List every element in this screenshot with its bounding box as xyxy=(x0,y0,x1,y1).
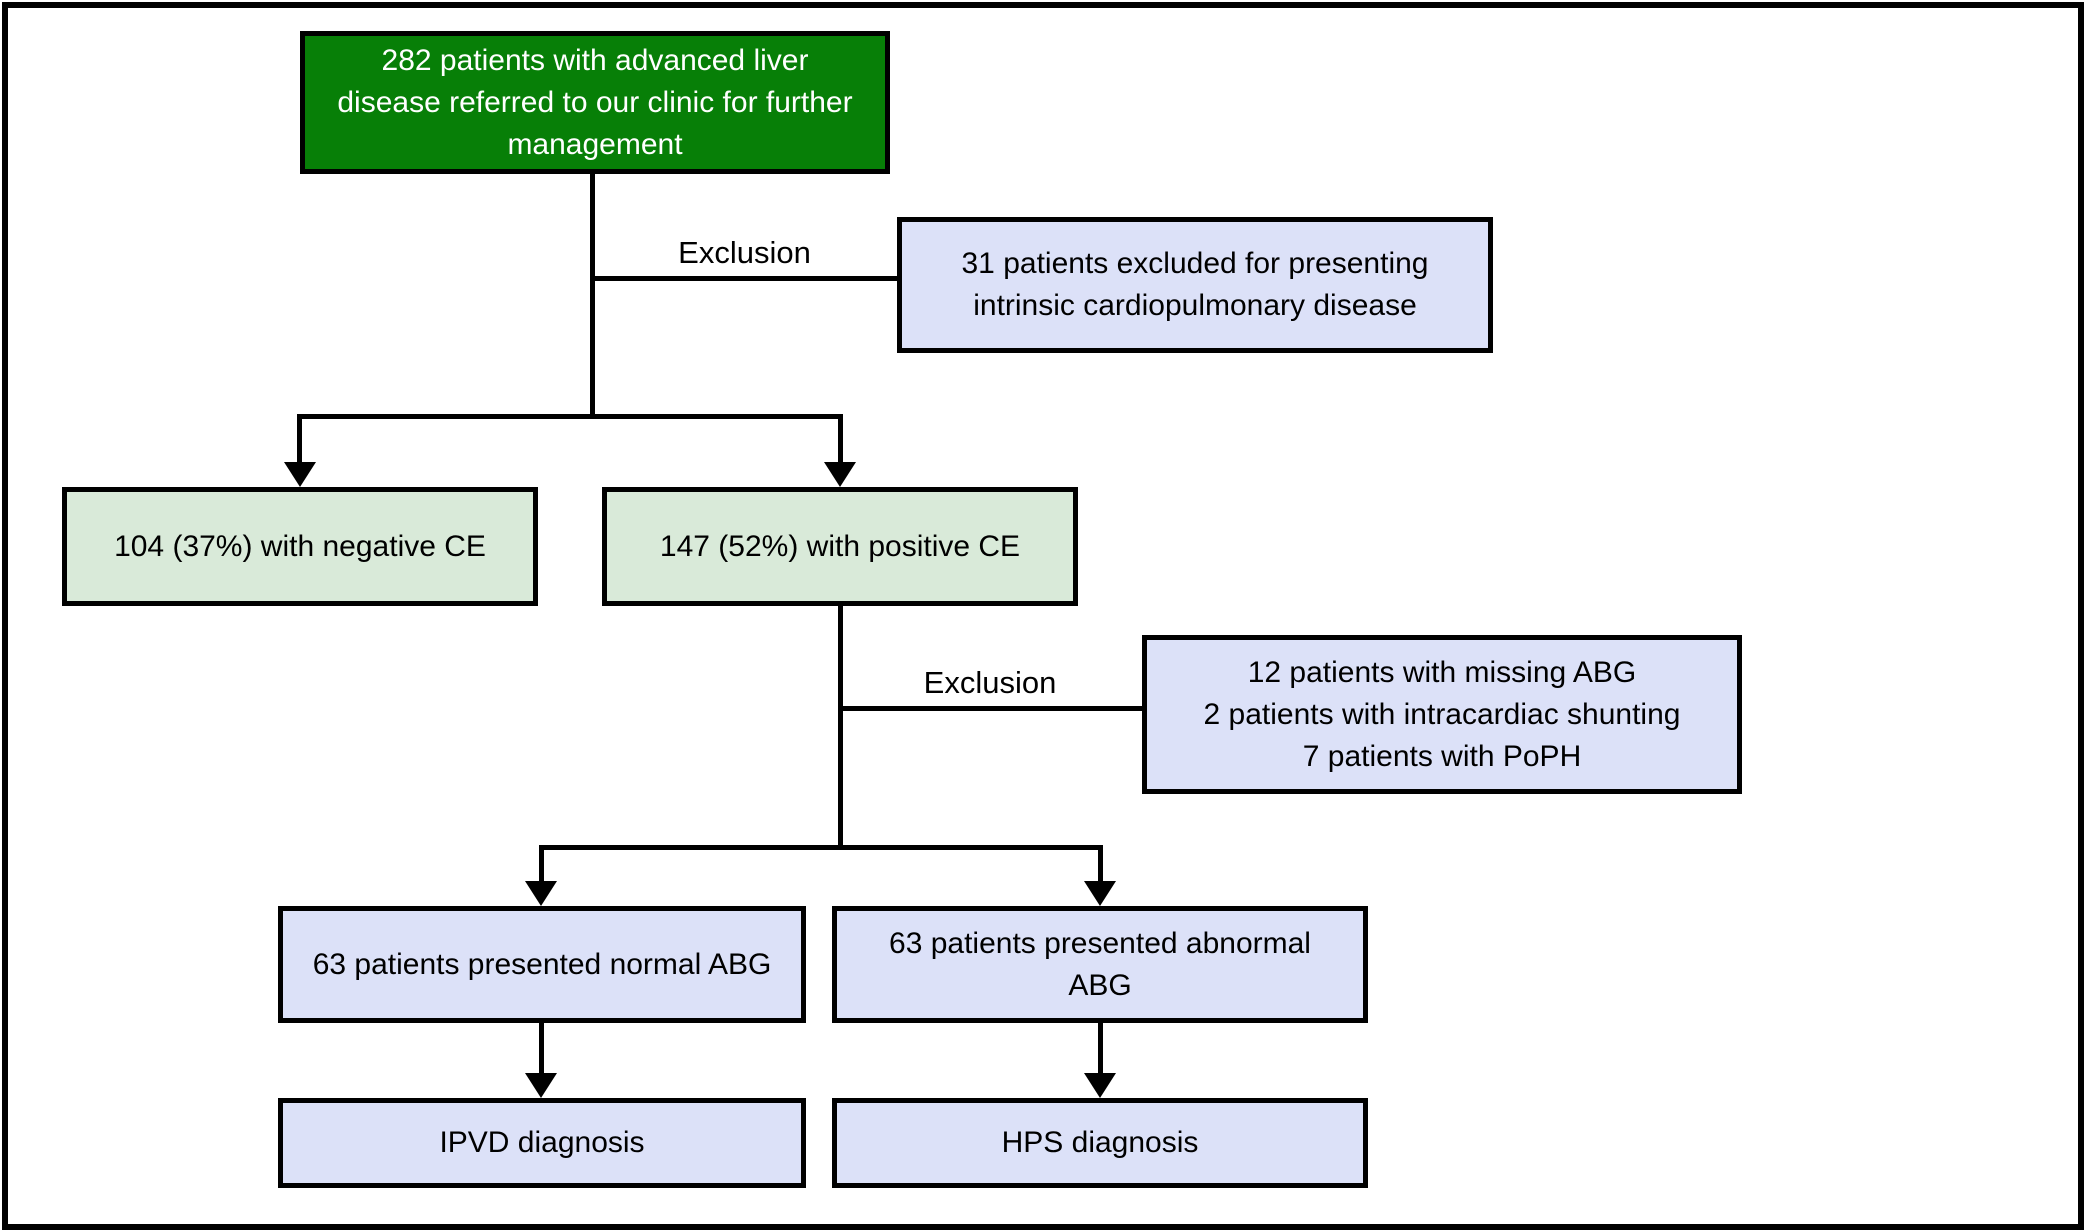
exclusion1-label: Exclusion xyxy=(678,235,811,270)
node-excluded-secondary: 12 patients with missing ABG 2 patients … xyxy=(1142,635,1742,794)
connector-positive-ce-trunk xyxy=(838,606,843,849)
arrowhead-positive-ce xyxy=(824,462,856,487)
node-referred-patients: 282 patients with advanced liver disease… xyxy=(300,31,890,174)
node-normal-abg: 63 patients presented normal ABG xyxy=(278,906,806,1023)
connector-exclusion1-line xyxy=(592,276,897,281)
arrowhead-abnormal-abg xyxy=(1084,881,1116,906)
exclusion2-label: Exclusion xyxy=(923,665,1057,700)
connector-branch2 xyxy=(539,845,1103,850)
node-ipvd-diagnosis: IPVD diagnosis xyxy=(278,1098,806,1188)
connector-abnormal-abg-hps xyxy=(1098,1023,1103,1075)
connector-drop-abnormal-abg xyxy=(1098,845,1103,883)
connector-exclusion2-line xyxy=(838,706,1142,711)
node-positive-ce: 147 (52%) with positive CE xyxy=(602,487,1078,606)
connector-drop-normal-abg xyxy=(539,845,544,883)
node-hps-diagnosis: HPS diagnosis xyxy=(832,1098,1368,1188)
node-negative-ce: 104 (37%) with negative CE xyxy=(62,487,538,606)
connector-drop-negative-ce xyxy=(297,414,302,463)
node-excluded-cardiopulmonary: 31 patients excluded for presenting intr… xyxy=(897,217,1493,353)
arrowhead-ipvd xyxy=(525,1073,557,1098)
connector-drop-positive-ce xyxy=(838,414,843,463)
node-abnormal-abg: 63 patients presented abnormal ABG xyxy=(832,906,1368,1023)
arrowhead-hps xyxy=(1084,1073,1116,1098)
arrowhead-normal-abg xyxy=(525,881,557,906)
connector-branch1 xyxy=(297,414,843,419)
arrowhead-negative-ce xyxy=(284,462,316,487)
connector-root-trunk xyxy=(590,174,595,418)
connector-normal-abg-ipvd xyxy=(539,1023,544,1075)
